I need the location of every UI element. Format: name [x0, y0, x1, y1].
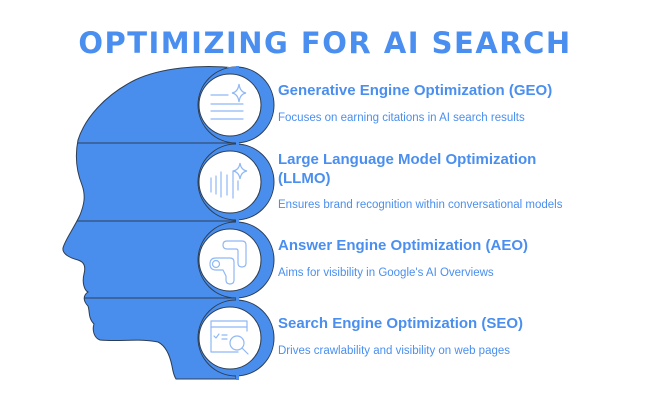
ai-overview-icon	[209, 240, 247, 285]
item-description: Focuses on earning citations in AI searc…	[278, 112, 525, 124]
item-description: Aims for visibility in Google's AI Overv…	[278, 267, 494, 279]
item-heading: Large Language Model Optimization (LLMO)	[278, 150, 638, 188]
item-heading: Answer Engine Optimization (AEO)	[278, 237, 529, 254]
head-profile	[62, 66, 237, 380]
item-description: Drives crawlability and visibility on we…	[278, 345, 511, 357]
item-description: Ensures brand recognition within convers…	[278, 199, 563, 211]
page-title: OPTIMIZING FOR AI SEARCH	[78, 25, 572, 61]
item-heading: Search Engine Optimization (SEO)	[278, 315, 524, 332]
item-heading: Generative Engine Optimization (GEO)	[278, 82, 553, 99]
section-dividers	[62, 142, 236, 299]
icon-circles	[198, 73, 262, 370]
webpage-search-icon	[210, 320, 249, 355]
item-geo: Generative Engine Optimization (GEO) Foc…	[278, 81, 638, 125]
waveform-sparkle-icon	[210, 162, 248, 199]
item-seo: Search Engine Optimization (SEO) Drives …	[278, 314, 638, 358]
item-aeo: Answer Engine Optimization (AEO) Aims fo…	[278, 236, 638, 280]
item-heading-line-1: Large Language Model Optimization	[278, 151, 537, 168]
document-sparkle-icon	[210, 83, 247, 120]
item-llmo: Large Language Model Optimization (LLMO)…	[278, 150, 638, 212]
item-heading-line-2: (LLMO)	[278, 170, 331, 187]
